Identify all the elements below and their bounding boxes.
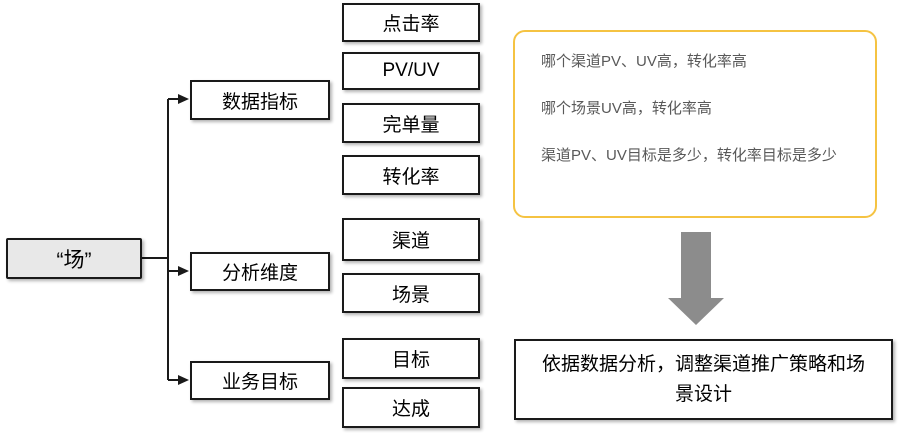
leaf-channel: 渠道 [342,218,480,261]
branch-business-goals: 业务目标 [190,361,330,400]
leaf-achievement: 达成 [342,387,480,428]
arrowhead-branch-3 [178,375,189,385]
branch-analysis-dimensions: 分析维度 [190,252,330,291]
note-line-2: 哪个场景UV高，转化率高 [541,100,712,117]
note-line-3: 渠道PV、UV目标是多少，转化率目标是多少 [541,147,837,164]
leaf-scene: 场景 [342,273,480,313]
down-arrow-icon [668,232,724,325]
arrowheads [178,94,189,385]
arrowhead-branch-1 [178,94,189,104]
leaf-pv-uv: PV/UV [342,52,480,90]
root-node-field: “场” [6,238,142,279]
conclusion-box: 依据数据分析，调整渠道推广策略和场景设计 [514,339,893,420]
branch-connectors [142,98,179,381]
leaf-completed-orders: 完单量 [342,103,480,143]
arrowhead-branch-2 [178,266,189,276]
leaf-goal: 目标 [342,338,480,379]
note-line-1: 哪个渠道PV、UV高，转化率高 [541,53,747,70]
leaf-click-rate: 点击率 [342,3,480,42]
questions-note-box: 哪个渠道PV、UV高，转化率高 哪个场景UV高，转化率高 渠道PV、UV目标是多… [513,30,877,218]
branch-data-metrics: 数据指标 [190,80,330,120]
leaf-conversion-rate: 转化率 [342,155,480,195]
